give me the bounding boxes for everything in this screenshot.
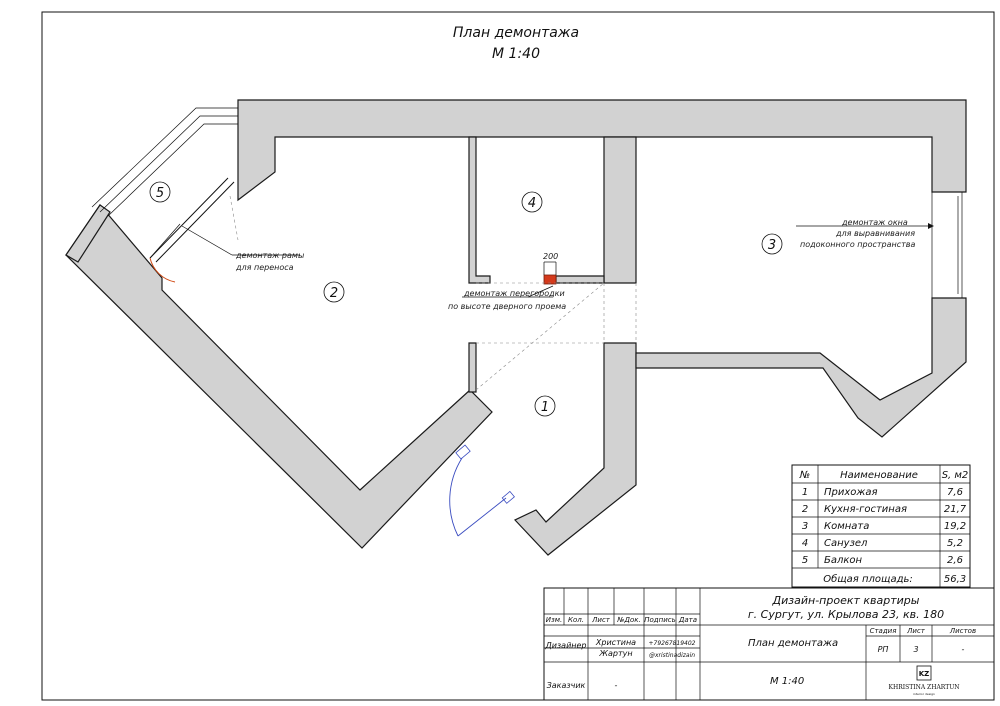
entrance-door <box>449 444 515 537</box>
area-table-headers-0-text: № <box>799 470 810 481</box>
title-block-col-headers-1-text: Кол. <box>568 616 584 624</box>
wall-room4-right <box>603 136 637 284</box>
note-partition-2: по высоте дверного проема <box>448 302 566 311</box>
title-block-instagram-text: @xristinadizain <box>649 652 695 659</box>
plan-title: План демонтажа <box>453 25 579 41</box>
wall-top <box>237 99 967 202</box>
bathroom-partitions <box>468 136 605 393</box>
area-table-rows-3-area-text: 5,2 <box>947 538 963 549</box>
area-table-rows-0-name-text: Прихожая <box>824 487 878 498</box>
wall-room3-bottom <box>635 297 967 438</box>
rooms-3-num-text: 4 <box>528 196 536 211</box>
title-block-sheet-label-text: Лист <box>906 627 926 635</box>
area-table-rows-3-name-text: Санузел <box>824 538 868 549</box>
title-block-client-value-text: - <box>615 681 618 690</box>
wall-hall-right <box>513 342 637 556</box>
balcony-outline <box>91 107 238 283</box>
area-table-rows-1-area-text: 21,7 <box>944 504 967 515</box>
area-table: № Наименование S, м2 1 Прихожая 7,6 2 Ку… <box>791 464 971 588</box>
area-table-rows-1-name-text: Кухня-гостиная <box>824 504 907 515</box>
area-table-rows-0-num-text: 1 <box>802 487 808 498</box>
title-block-logo-sub-text: interior design <box>913 692 935 696</box>
partition-demolition <box>543 274 557 285</box>
title-block: Дизайн-проект квартиры г. Сургут, ул. Кр… <box>543 587 995 701</box>
plan-scale-title: М 1:40 <box>492 46 540 62</box>
title-block-col-headers-5-text: Дата <box>678 616 697 624</box>
room-marker-3 <box>761 233 783 255</box>
sheet-frame <box>41 11 995 701</box>
room-marker-2 <box>323 281 345 303</box>
rooms-2-num-text: 3 <box>768 238 776 253</box>
room-marker-4 <box>521 191 543 213</box>
wall-balcony-stub <box>65 204 111 263</box>
title-block-sheets-label-text: Листов <box>949 627 976 635</box>
partition-lower-left <box>468 342 477 393</box>
area-table-rows-4-name-text: Балкон <box>824 555 863 566</box>
area-table-rows-0-area-text: 7,6 <box>947 487 963 498</box>
partition-left <box>468 136 491 284</box>
title-block-stage-value-text: РП <box>878 645 889 654</box>
note-frame-2: для переноса <box>235 263 294 272</box>
annotations: демонтаж рамы для переноса демонтаж пере… <box>181 218 934 311</box>
title-block-col-headers-2-text: Лист <box>591 616 611 624</box>
area-table-headers-1-text: Наименование <box>840 470 918 481</box>
rooms-0-num-text: 1 <box>541 400 549 415</box>
partition-right <box>555 275 605 284</box>
title-block-stage-label-text: Стадия <box>870 627 897 635</box>
title-block-sheet-name-text: План демонтажа <box>748 638 838 649</box>
area-table-rows-2-name-text: Комната <box>824 521 869 532</box>
title-block-logo-mark-text: KZ <box>919 670 930 678</box>
title-block-logo-text-text: KHRISTINA ZHARTUN <box>888 684 959 691</box>
note-partition-1: демонтаж перегородки <box>463 289 565 298</box>
logo-mark <box>916 665 932 681</box>
rooms-4-num-text: 5 <box>156 186 164 201</box>
room-markers: 5 2 4 3 1 <box>149 181 783 417</box>
title-block-phone-text: +79267819402 <box>648 640 695 647</box>
title-block-client-label-text: Заказчик <box>547 681 586 690</box>
title-block-project-2-text: г. Сургут, ул. Крылова 23, кв. 180 <box>748 608 944 621</box>
title-block-project-1-text: Дизайн-проект квартиры <box>772 594 920 607</box>
area-table-total-label-text: Общая площадь: <box>823 573 913 585</box>
walls <box>65 99 967 556</box>
rooms-1-num-text: 2 <box>330 286 338 301</box>
note-frame-1: демонтаж рамы <box>235 251 304 260</box>
title-block-col-headers-3-text: №Док. <box>616 616 641 624</box>
demolition-guides <box>229 195 637 391</box>
note-window-2: для выравнивания <box>835 229 915 238</box>
title-block-sheet-value-text: 3 <box>913 645 918 654</box>
title-block-col-headers-0-text: Изм. <box>546 616 562 624</box>
room-marker-1 <box>534 395 556 417</box>
room3-window <box>931 192 963 298</box>
note-window-1: демонтаж окна <box>841 218 908 227</box>
area-table-rows-2-num-text: 3 <box>802 521 808 532</box>
area-table-total-value-text: 56,3 <box>944 574 966 585</box>
title-block-scale-text: М 1:40 <box>770 676 804 687</box>
area-table-rows-4-num-text: 5 <box>802 555 808 566</box>
title-block-designer-label-text: Дизайнер <box>544 641 586 650</box>
title-block-sheets-value-text: - <box>962 645 965 654</box>
note-window-3: подоконного пространства <box>800 240 916 249</box>
area-table-rows-3-num-text: 4 <box>802 538 808 549</box>
area-table-headers-2-text: S, м2 <box>942 470 969 481</box>
dimension-200: 200 <box>543 252 558 261</box>
room-marker-5 <box>149 181 171 203</box>
title-block-designer-name-2-text: Жартун <box>598 649 632 658</box>
area-table-rows-4-area-text: 2,6 <box>947 555 963 566</box>
title-block-designer-name-1-text: Христина <box>595 638 636 647</box>
area-table-rows-1-num-text: 2 <box>802 504 808 515</box>
title-block-col-headers-4-text: Подпись <box>644 616 676 624</box>
area-table-rows-2-area-text: 19,2 <box>944 521 966 532</box>
